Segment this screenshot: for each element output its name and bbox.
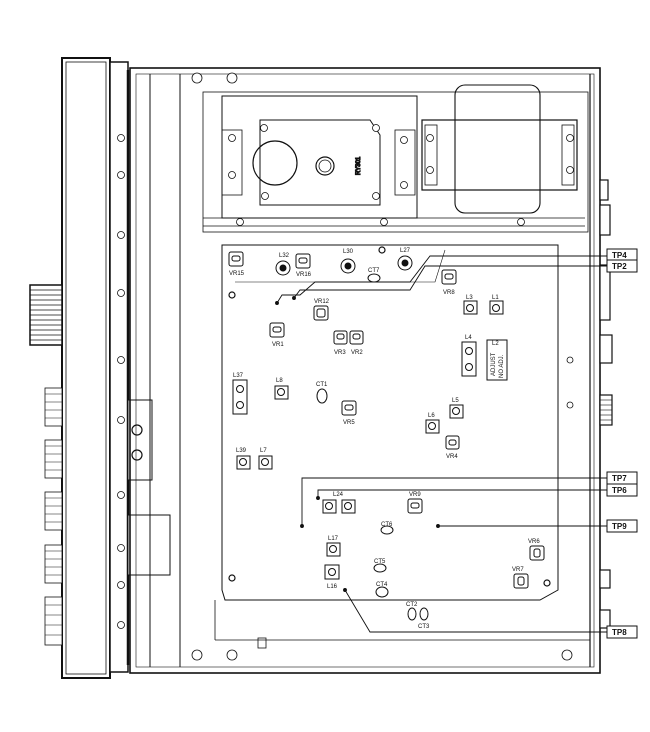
tuning-knob: [29, 284, 63, 346]
l27-label: L27: [400, 248, 411, 254]
vr16-label: VR16: [296, 272, 312, 278]
chassis-screws: [191, 72, 574, 661]
tp2-label: TP2: [612, 262, 627, 271]
pcb-components: [228, 251, 545, 621]
l24-label: L24: [333, 492, 344, 498]
tp7-label: TP7: [612, 474, 627, 483]
l2-note-2: NO ADJ.: [499, 354, 505, 378]
l3-label: L3: [466, 295, 473, 301]
vr4-label: VR4: [446, 454, 458, 460]
test-point-leaders: [275, 255, 607, 633]
l6-label: L6: [428, 413, 435, 419]
ct6-label: CT6: [381, 522, 393, 528]
l5-label: L5: [452, 398, 459, 404]
l39-label: L39: [236, 448, 247, 454]
top-assembly: RY301: [202, 84, 589, 233]
chassis-frame: [129, 67, 613, 674]
ct3-label: CT3: [418, 624, 430, 630]
vr9-label: VR9: [409, 492, 421, 498]
vr1-label: VR1: [272, 342, 284, 348]
l32-label: L32: [279, 253, 290, 259]
l30-label: L30: [343, 249, 354, 255]
vr12-label: VR12: [314, 299, 330, 305]
l37-label: L37: [233, 373, 244, 379]
l7-label: L7: [260, 448, 267, 454]
l17-label: L17: [328, 536, 339, 542]
ct5-label: CT5: [374, 559, 386, 565]
front-panel: [29, 57, 171, 679]
ct7-label: CT7: [368, 268, 380, 274]
l1-label: L1: [492, 295, 499, 301]
tp9-label: TP9: [612, 522, 627, 531]
main-pcb: [214, 244, 590, 649]
l2-note-1: ADJUST: [491, 352, 497, 376]
vr5-label: VR5: [343, 420, 355, 426]
vr3-label: VR3: [334, 350, 346, 356]
relay-label: RY301: [356, 156, 362, 175]
tp6-label: TP6: [612, 486, 627, 495]
front-knobs: [44, 387, 63, 646]
l8-label: L8: [276, 378, 283, 384]
front-screws: [117, 134, 125, 629]
l16-label: L16: [327, 584, 338, 590]
vr7-label: VR7: [512, 567, 524, 573]
l4-label: L4: [465, 335, 472, 341]
ct4-label: CT4: [376, 582, 388, 588]
vr15-label: VR15: [229, 271, 245, 277]
tp8-label: TP8: [612, 628, 627, 637]
ct2-label: CT2: [406, 602, 418, 608]
ct1-label: CT1: [316, 382, 328, 388]
vr8-label: VR8: [443, 290, 455, 296]
vr2-label: VR2: [351, 350, 363, 356]
vr6-label: VR6: [528, 539, 540, 545]
l2-label: L2: [492, 341, 499, 347]
test-point-boxes: [606, 248, 638, 639]
tp4-label: TP4: [612, 251, 627, 260]
